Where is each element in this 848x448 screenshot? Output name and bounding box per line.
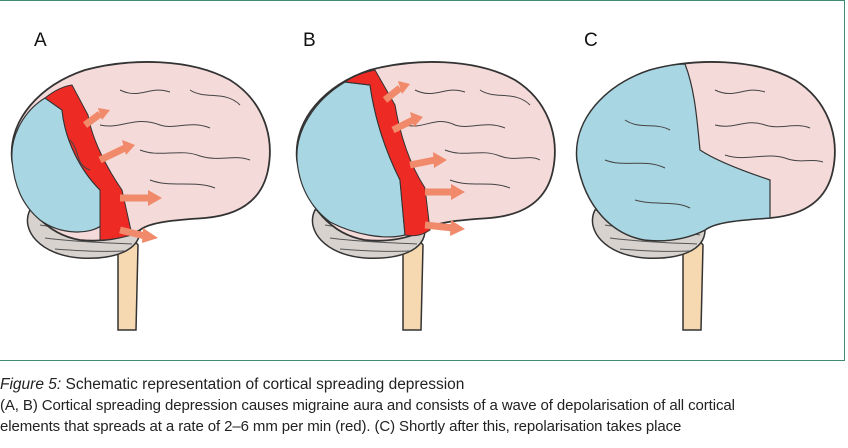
- caption-title-line: Figure 5: Schematic representation of co…: [0, 374, 848, 395]
- panel-label-a: A: [34, 30, 47, 51]
- figure-caption: Figure 5: Schematic representation of co…: [0, 374, 848, 437]
- brain-panel-c: [575, 61, 836, 331]
- panel-label-c: C: [584, 30, 598, 51]
- caption-title: Schematic representation of cortical spr…: [65, 376, 465, 393]
- caption-line-2: elements that spreads at a rate of 2–6 m…: [0, 418, 682, 435]
- brain-panel-a: [10, 61, 271, 331]
- brain-panel-b: [295, 61, 556, 331]
- figure-number: Figure 5:: [0, 376, 62, 393]
- caption-line-1: (A, B) Cortical spreading depression cau…: [0, 397, 735, 414]
- panel-label-b: B: [303, 30, 316, 51]
